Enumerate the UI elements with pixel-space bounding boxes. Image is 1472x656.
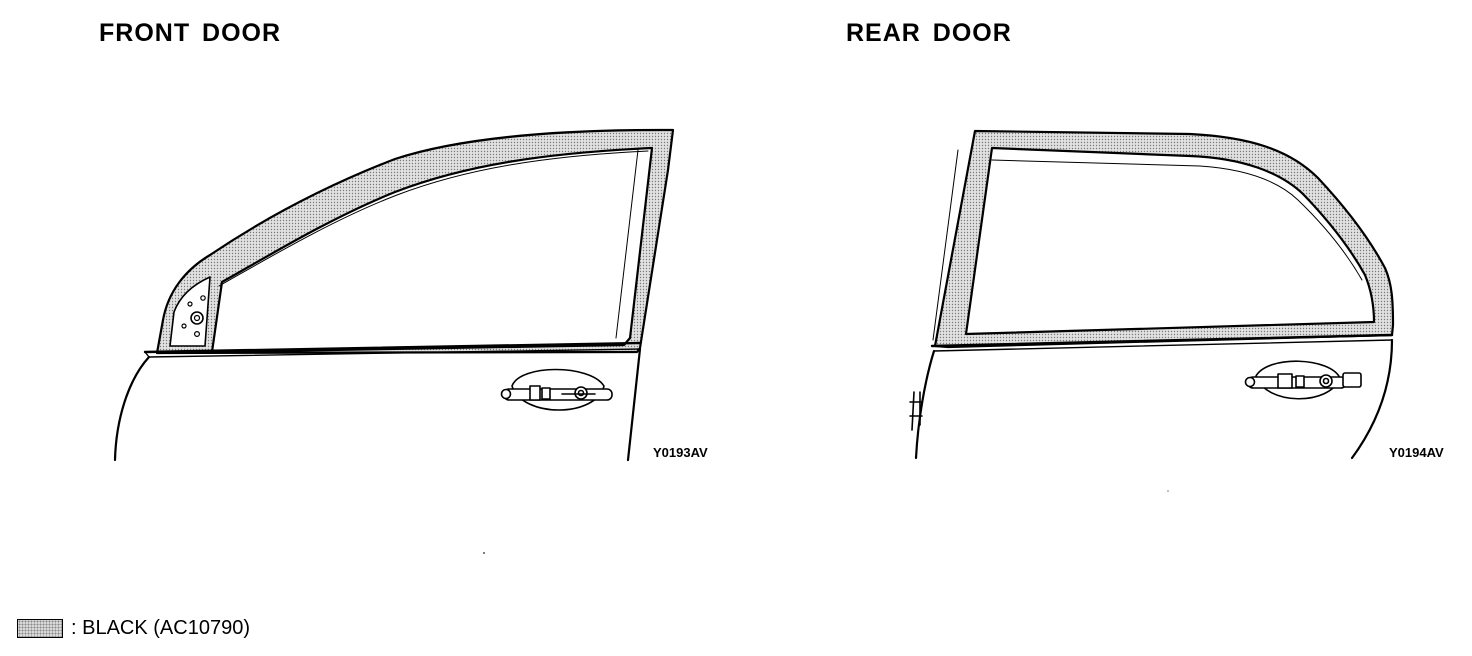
rear-door-figure-code: Y0194AV bbox=[1389, 445, 1444, 460]
front-door-figure-code: Y0193AV bbox=[653, 445, 708, 460]
front-door-skin bbox=[113, 347, 642, 462]
front-door-drawing bbox=[113, 128, 675, 462]
front-mirror-patch bbox=[169, 276, 211, 347]
rear-door-handle bbox=[1244, 360, 1362, 400]
legend-label: : BLACK (AC10790) bbox=[71, 617, 250, 639]
front-door-frame bbox=[155, 128, 675, 355]
rear-door-frame bbox=[933, 129, 1395, 349]
legend-swatch bbox=[17, 618, 63, 638]
front-door-title: FRONT DOOR bbox=[99, 19, 282, 47]
rear-door-skin bbox=[914, 338, 1394, 460]
rear-door-title: REAR DOOR bbox=[846, 19, 1012, 47]
color-legend: : BLACK (AC10790) bbox=[17, 618, 250, 638]
rear-door-drawing bbox=[909, 129, 1395, 460]
front-door-handle bbox=[500, 368, 613, 411]
